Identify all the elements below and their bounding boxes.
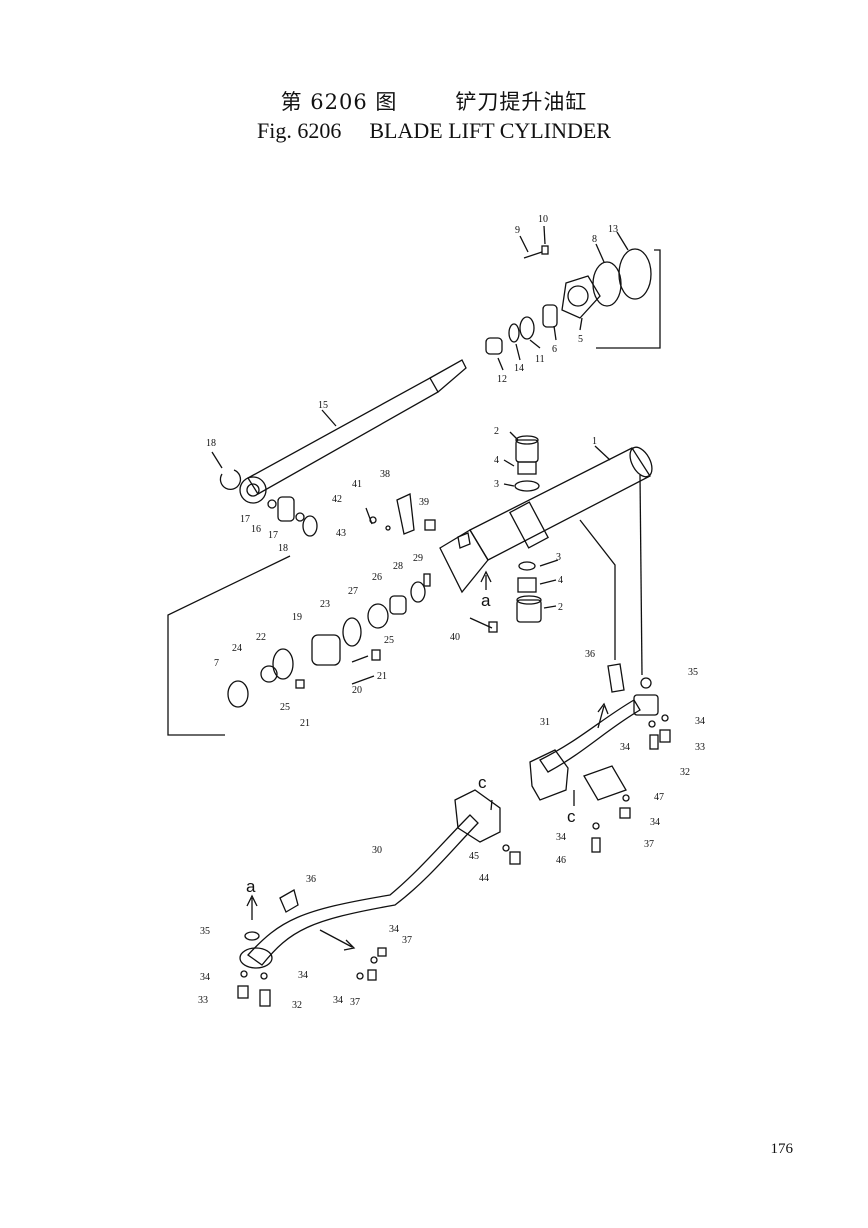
english-figure-title: BLADE LIFT CYLINDER [369,118,611,143]
exploded-parts-diagram: 1 2 4 3 3 4 2 5 6 7 8 9 10 11 12 13 14 1… [167,214,705,1011]
reference-c: c [478,773,487,792]
callout-15: 15 [318,400,328,411]
callout-47: 47 [654,792,664,803]
callout-42: 42 [332,494,342,505]
callout-34: 34 [200,972,210,983]
callout-44: 44 [479,873,489,884]
callout-32: 32 [292,1000,302,1011]
callout-34: 34 [650,817,660,828]
callout-16: 16 [251,524,261,535]
callout-36: 36 [585,649,595,660]
callout-4: 4 [558,575,563,586]
piston-assembly [227,573,431,708]
callout-10: 10 [538,214,548,225]
callout-46: 46 [556,855,566,866]
snap-ring [219,469,242,490]
callout-25: 25 [384,635,394,646]
callout-3: 3 [556,552,561,563]
bracket [396,493,415,535]
callout-19: 19 [292,612,302,623]
callout-43: 43 [336,528,346,539]
lower-bushing-stack [516,561,542,623]
callout-37: 37 [402,935,412,946]
callout-39: 39 [419,497,429,508]
callout-4: 4 [494,455,499,466]
tube-pipe-31 [529,663,659,801]
callout-33: 33 [198,995,208,1006]
english-title: Fig. 6206 BLADE LIFT CYLINDER [0,118,868,144]
callout-18: 18 [206,438,216,449]
callout-35: 35 [200,926,210,937]
callout-34: 34 [298,970,308,981]
tube-pipe-30 [239,789,501,969]
chinese-figure-title: 铲刀提升油缸 [455,90,588,114]
callout-29: 29 [413,553,423,564]
callout-12: 12 [497,374,507,385]
chinese-title: 第 6206 图 铲刀提升油缸 [0,86,868,116]
callout-45: 45 [469,851,479,862]
cylinder-head-group [485,245,652,355]
reference-a: a [246,877,256,896]
callout-34: 34 [389,924,399,935]
callout-21: 21 [377,671,387,682]
callout-13: 13 [608,224,618,235]
callout-6: 6 [552,344,557,355]
callout-2: 2 [494,426,499,437]
cylinder-tube [439,446,653,594]
callout-20: 20 [352,685,362,696]
callout-37: 37 [350,997,360,1008]
callout-35: 35 [688,667,698,678]
callout-27: 27 [348,586,358,597]
reference-c: c [567,807,576,826]
callout-3: 3 [494,479,499,490]
callout-34: 34 [333,995,343,1006]
callout-7: 7 [214,658,219,669]
callout-14: 14 [514,363,524,374]
callout-17: 17 [240,514,250,525]
callout-26: 26 [372,572,382,583]
callout-36: 36 [306,874,316,885]
callout-8: 8 [592,234,597,245]
callout-25: 25 [280,702,290,713]
callout-1: 1 [592,436,597,447]
callout-34: 34 [556,832,566,843]
callout-22: 22 [256,632,266,643]
page-number: 176 [770,1141,794,1157]
callout-33: 33 [695,742,705,753]
callout-28: 28 [393,561,403,572]
callout-40: 40 [450,632,460,643]
reference-a: a [481,591,491,610]
callout-23: 23 [320,599,330,610]
callout-38: 38 [380,469,390,480]
upper-bushing-stack [514,435,540,492]
callout-11: 11 [535,354,545,365]
callout-17: 17 [268,530,278,541]
callout-41: 41 [352,479,362,490]
callout-34: 34 [620,742,630,753]
callout-2: 2 [558,602,563,613]
callout-34: 34 [695,716,705,727]
callout-30: 30 [372,845,382,856]
callout-24: 24 [232,643,242,654]
piston-rod [239,359,467,504]
callout-31: 31 [540,717,550,728]
callout-5: 5 [578,334,583,345]
callout-37: 37 [644,839,654,850]
chinese-figure-number: 第 6206 图 [280,90,398,114]
callout-32: 32 [680,767,690,778]
english-figure-number: Fig. 6206 [257,118,342,143]
callout-labels: 1 2 4 3 3 4 2 5 6 7 8 9 10 11 12 13 14 1… [198,214,705,1011]
callout-21: 21 [300,718,310,729]
callout-18: 18 [278,543,288,554]
callout-9: 9 [515,225,520,236]
